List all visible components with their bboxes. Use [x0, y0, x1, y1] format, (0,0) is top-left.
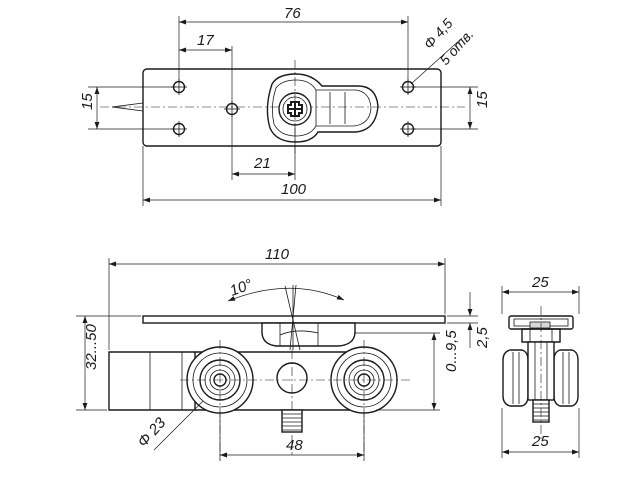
dim-48: 48 [286, 437, 303, 454]
side-view: 10° [76, 246, 491, 461]
dim-25-bottom: 25 [531, 433, 549, 450]
end-view: 25 25 [501, 274, 580, 458]
dim-15-left: 15 [79, 93, 96, 110]
dim-angle: 10° [228, 276, 255, 300]
plate-outline [142, 68, 442, 147]
dim-adjust: 0...9,5 [443, 330, 460, 372]
adjustment-slot [266, 73, 379, 143]
end-wheel-left [502, 349, 529, 407]
dim-plate-thickness: 2,5 [474, 326, 491, 349]
bolt-icon [281, 409, 303, 433]
dim-21: 21 [253, 155, 271, 172]
dim-height: 32...50 [83, 323, 100, 370]
top-view: 76 17 Φ 4,5 5 отв. 15 15 21 100 [79, 5, 491, 206]
dim-25-top: 25 [531, 274, 549, 291]
dim-100: 100 [281, 181, 307, 198]
adjustment-screw-icon [278, 92, 312, 126]
dim-17: 17 [197, 32, 214, 49]
dim-wheel-diameter: Φ 23 [134, 414, 169, 451]
dim-15-right: 15 [474, 91, 491, 108]
dim-110: 110 [265, 246, 290, 263]
adjustment-bracket [261, 322, 356, 347]
top-plate [142, 315, 446, 324]
dim-76: 76 [284, 5, 301, 22]
direction-pointer [111, 102, 144, 112]
end-wheel-right [553, 349, 579, 407]
angle-arc [227, 287, 345, 302]
mounting-holes [171, 79, 416, 137]
